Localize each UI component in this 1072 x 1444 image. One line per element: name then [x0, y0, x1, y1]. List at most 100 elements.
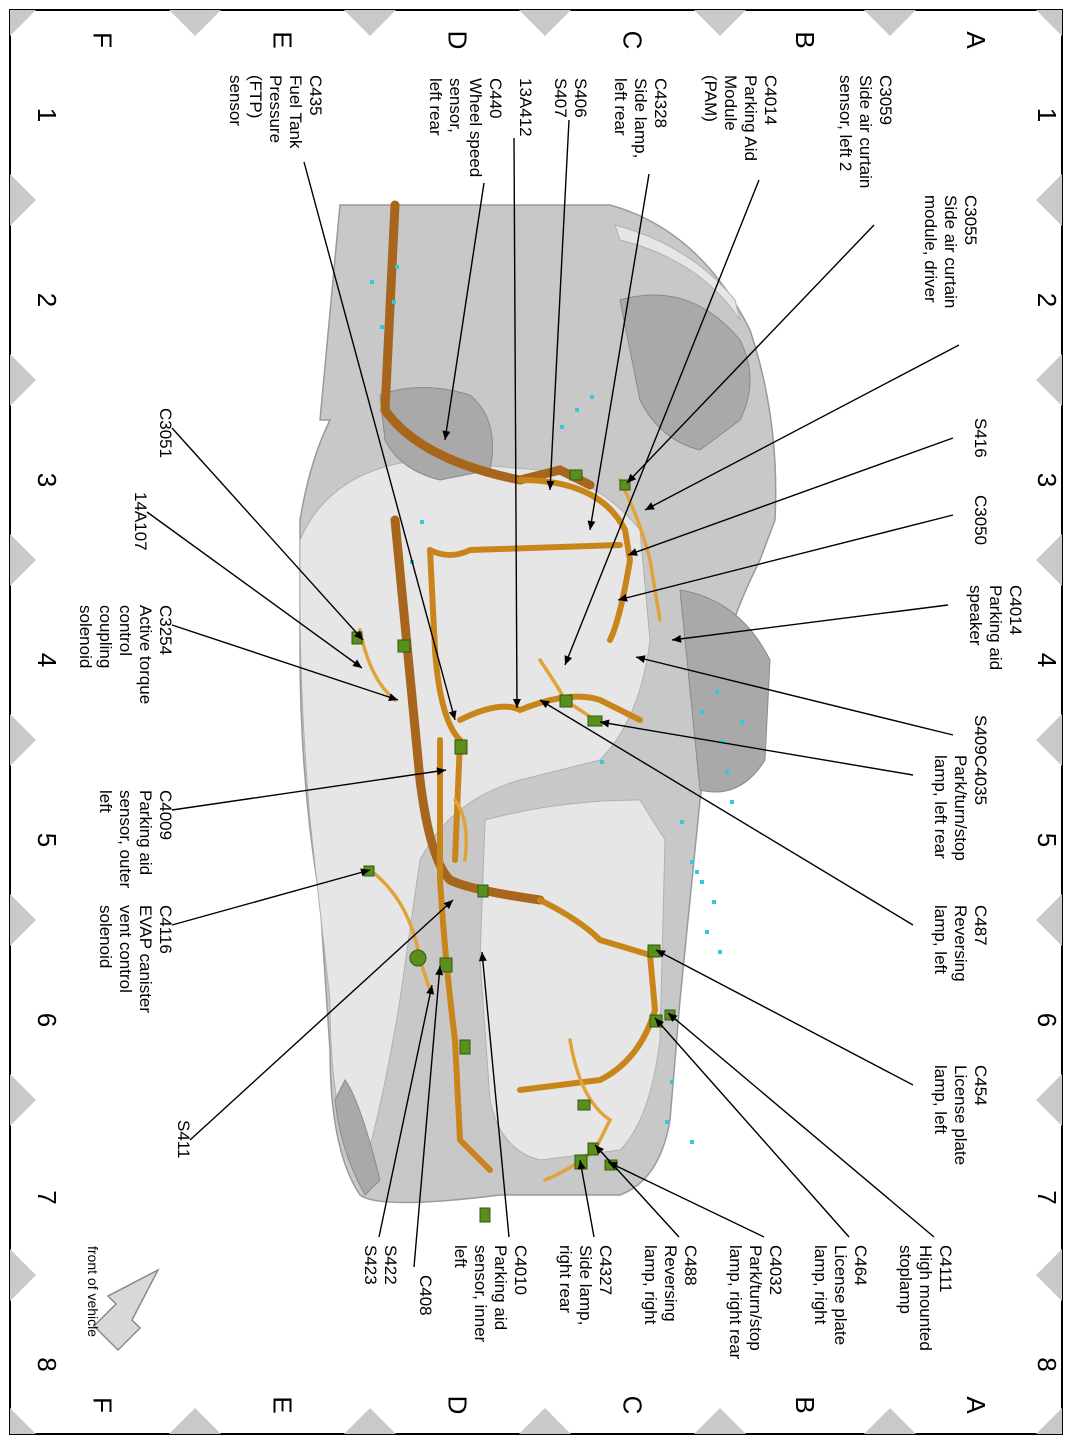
callout-line: sensor, outer: [116, 790, 135, 889]
grid-row-label: D: [443, 1396, 473, 1415]
grid-column-label: 3: [1032, 473, 1062, 487]
callout-line: C3051: [156, 408, 175, 458]
callout-line: (FTP): [246, 75, 265, 118]
callout-13a412: 13A412: [516, 78, 535, 137]
leader-line: [626, 224, 875, 484]
leader-line: [481, 951, 510, 1238]
callout-line: Module: [721, 75, 740, 131]
harness-lower-trunk: [390, 515, 545, 905]
leader-line: [589, 173, 650, 531]
side-window-opening: [679, 589, 771, 793]
callout-line: C488: [681, 1245, 700, 1286]
callout-line: Parking aid: [491, 1245, 510, 1330]
callout-line: C4111: [936, 1245, 955, 1293]
grid-column-label: 8: [32, 1357, 62, 1371]
harness-clip: [680, 820, 684, 824]
harness-clip: [575, 408, 579, 412]
grid-markers: [10, 10, 1062, 1434]
grid-row-label: A: [961, 31, 991, 49]
leader-arrowhead: [442, 430, 451, 440]
grid-row-label: F: [88, 32, 118, 48]
leader-arrowhead: [360, 868, 370, 877]
grid-column-label: 1: [1032, 108, 1062, 122]
callout-line: Parking aid: [136, 790, 155, 875]
harness-clip: [395, 265, 399, 269]
leader-arrowhead: [618, 593, 628, 602]
leader-arrowhead: [645, 502, 655, 510]
leader-arrowhead: [352, 659, 362, 668]
grid-column-label: 4: [32, 653, 62, 667]
rear-glass-opening: [619, 294, 751, 451]
grid-marker-triangle: [864, 10, 916, 36]
callout-line: control: [116, 605, 135, 656]
grid-column-label: 1: [32, 108, 62, 122]
callout-line: C4328: [651, 78, 670, 128]
callout-line: S411: [174, 1120, 193, 1158]
callout-line: Wheel speed: [466, 78, 485, 177]
grid-marker-corner: [10, 10, 36, 36]
connector-c408: [439, 957, 453, 973]
harness-clip: [560, 425, 564, 429]
callout-line: lamp, left: [931, 905, 950, 974]
leader-arrowhead: [672, 634, 682, 643]
wiring-harness: [358, 200, 662, 1182]
harness-clip: [690, 1140, 694, 1144]
callout-line: C4035: [971, 755, 990, 805]
bumper-lower: [334, 1079, 381, 1196]
harness-liftgate-run: [517, 897, 659, 1093]
callout-line: right rear: [556, 1245, 575, 1313]
front-of-vehicle-indicator: front of vehicle: [85, 1246, 160, 1352]
grid-marker-triangle: [1036, 534, 1062, 586]
leader-arrowhead: [512, 698, 521, 708]
connector-c4035: [587, 715, 603, 727]
leader-line: [513, 137, 518, 709]
callout-line: left: [96, 790, 115, 813]
callout-line: S409: [971, 715, 990, 755]
harness-clip: [590, 395, 594, 399]
callout-line: C440: [486, 78, 505, 119]
leader-arrowhead: [636, 655, 646, 664]
harness-clip: [600, 760, 604, 764]
grid-marker-triangle: [10, 894, 36, 946]
harness-clip: [420, 520, 424, 524]
callout-line: lamp, right: [641, 1245, 660, 1325]
connector-round-e: [409, 949, 427, 967]
leader-arrowhead: [595, 1145, 605, 1155]
leader-line: [444, 182, 485, 441]
leader-line: [171, 427, 364, 641]
callout-line: Side lamp,: [576, 1245, 595, 1325]
callout-line: C4014: [1006, 585, 1025, 635]
leader-arrowhead: [478, 952, 487, 962]
connector-c3254: [397, 639, 411, 653]
callout-line: C4014: [761, 75, 780, 125]
callout-line: Reversing: [661, 1245, 680, 1322]
callout-line: C435: [306, 75, 325, 116]
grid-marker-triangle: [1036, 1074, 1062, 1126]
grid-marker-triangle: [1036, 1249, 1062, 1301]
leader-arrowhead: [655, 1018, 664, 1028]
harness-inner-sensor: [453, 798, 468, 862]
connector-a: [459, 1039, 471, 1055]
callout-line: Park/turn/stop: [746, 1245, 765, 1351]
leader-arrowhead: [600, 719, 610, 728]
callout-line: Fuel Tank: [286, 75, 305, 149]
leader-line: [655, 949, 914, 1086]
leader-line: [539, 699, 914, 926]
harness-clip: [690, 860, 694, 864]
leader-line: [549, 119, 570, 491]
callout-line: S407: [551, 78, 570, 118]
connector-c487: [559, 694, 573, 708]
leader-line: [667, 1012, 935, 1238]
leader-arrowhead: [668, 1013, 678, 1022]
leader-arrowhead: [436, 767, 446, 776]
harness-clip: [725, 770, 729, 774]
grid-column-label: 6: [32, 1013, 62, 1027]
grid-marker-triangle: [10, 174, 36, 226]
leader-arrowhead: [426, 985, 435, 995]
leader-line: [627, 437, 954, 556]
grid-marker-corner: [1036, 1408, 1062, 1434]
liftgate-panel: [479, 799, 666, 1161]
